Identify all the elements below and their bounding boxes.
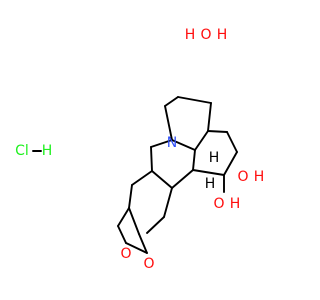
chloride-atom: Cl	[15, 143, 29, 159]
bond	[150, 146, 153, 172]
bond	[192, 169, 225, 176]
bond	[164, 96, 179, 107]
bond	[146, 216, 165, 234]
heteroatoms: N O O H H	[120, 135, 219, 272]
bond	[138, 233, 148, 254]
water-molecule: H O H	[185, 27, 228, 43]
bond	[131, 170, 153, 186]
bond	[163, 187, 173, 218]
bond	[150, 139, 173, 148]
hydroxyl-top-h: H	[254, 169, 265, 185]
hydroxyl-groups: O H O H	[213, 169, 264, 212]
water-h-right: H	[217, 27, 228, 43]
bond	[207, 102, 212, 132]
bond	[128, 207, 140, 235]
water-h-left: H	[185, 27, 196, 43]
molecule-diagram: H O H Cl H O H	[15, 27, 264, 272]
bond	[177, 96, 212, 104]
bond	[117, 225, 127, 244]
bond	[128, 184, 133, 209]
dioxole-oxygen-left: O	[120, 246, 131, 262]
bond	[117, 207, 130, 227]
chloride-hydrogen: H	[42, 143, 53, 159]
bond	[125, 242, 148, 254]
bond	[223, 151, 238, 176]
hydroxyl-bottom-o: O	[213, 196, 224, 212]
bond	[151, 170, 173, 189]
stereo-hydrogen-top: H	[209, 150, 220, 166]
dioxole-oxygen-bottom: O	[143, 256, 154, 272]
bond	[171, 139, 196, 151]
bond	[171, 169, 194, 189]
bond	[192, 149, 196, 171]
hydroxyl-bottom-h: H	[230, 196, 241, 212]
bond-skeleton	[117, 96, 238, 254]
bond	[164, 105, 173, 141]
nitrogen-atom: N	[167, 135, 177, 151]
bond	[226, 131, 238, 153]
water-o: O	[200, 27, 211, 43]
hydroxyl-top-o: O	[237, 169, 248, 185]
hydrogen-chloride: Cl H	[15, 143, 52, 159]
bond	[207, 130, 228, 133]
bond	[194, 130, 209, 151]
stereo-hydrogen-bottom: H	[205, 176, 216, 192]
